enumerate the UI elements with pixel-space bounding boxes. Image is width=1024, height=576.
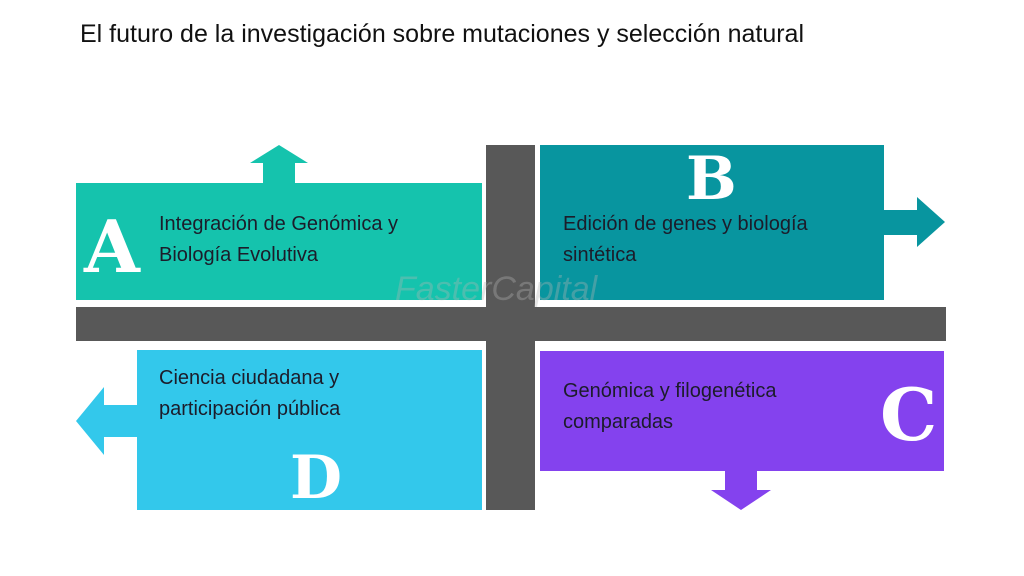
quadrant-c-text: Genómica y filogenética comparadas: [563, 376, 776, 438]
text-line: participación pública: [159, 398, 341, 420]
arrow-down-icon: [711, 470, 771, 510]
text-line: Genómica y filogenética: [563, 380, 777, 402]
watermark: FasterCapital: [395, 270, 598, 308]
quadrant-d: Ciencia ciudadana y participación públic…: [137, 350, 482, 510]
text-line: Ciencia ciudadana y: [159, 367, 340, 389]
page-title: El futuro de la investigación sobre muta…: [80, 20, 805, 48]
letter-d: D: [290, 443, 343, 513]
text-line: Integración de Genómica y: [159, 213, 399, 235]
letter-b: B: [686, 144, 737, 214]
quadrant-c: Genómica y filogenética comparadas C: [540, 351, 944, 471]
arrow-right-icon: [883, 197, 945, 247]
arrow-up-icon: [250, 145, 308, 185]
horizontal-divider: [76, 307, 946, 341]
quadrant-b: B Edición de genes y biología sintética: [540, 145, 884, 300]
text-line: comparadas: [563, 411, 674, 433]
text-line: Edición de genes y biología: [563, 213, 808, 235]
quadrant-a: A Integración de Genómica y Biología Evo…: [76, 183, 482, 300]
quadrant-d-text: Ciencia ciudadana y participación públic…: [159, 363, 340, 425]
text-line: Biología Evolutiva: [159, 244, 318, 266]
letter-c: C: [880, 372, 938, 457]
text-line: sintética: [563, 244, 637, 266]
quadrant-b-text: Edición de genes y biología sintética: [563, 209, 808, 271]
letter-a: A: [84, 204, 140, 289]
arrow-left-icon: [76, 387, 138, 455]
quadrant-a-text: Integración de Genómica y Biología Evolu…: [159, 209, 398, 271]
